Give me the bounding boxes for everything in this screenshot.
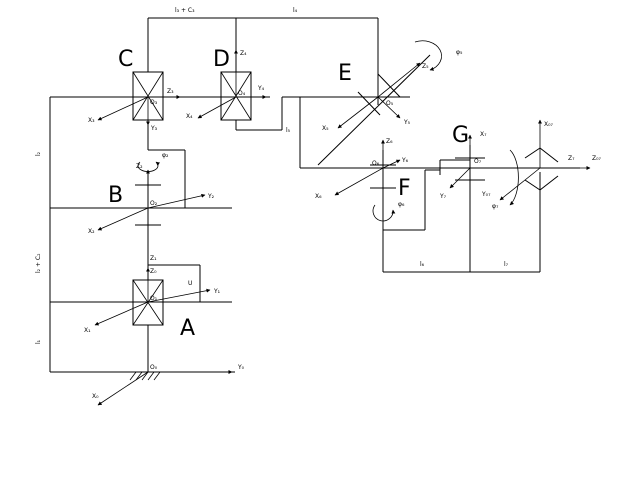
svg-text:O₇: O₇ [474, 158, 482, 165]
svg-text:Y₁: Y₁ [213, 288, 221, 295]
joint-c-letter: C [118, 47, 133, 72]
svg-text:X₇: X₇ [480, 131, 487, 138]
svg-text:Z₂: Z₂ [136, 163, 143, 170]
dim-top-right: l₄ [293, 7, 298, 14]
svg-text:Z₃: Z₃ [167, 88, 174, 95]
svg-text:φ₂: φ₂ [162, 152, 169, 159]
dim-bottom-right: l₇ [504, 261, 509, 268]
svg-text:Y₅: Y₅ [403, 119, 411, 126]
svg-text:X₀₇: X₀₇ [544, 121, 554, 128]
ground-hatch [128, 371, 172, 381]
dimension-labels: l₃ + C₃ l₄ l₂ l₂ + C₂ l₁ U l₅ l₆ l₇ [35, 7, 509, 344]
svg-text:φ₇: φ₇ [492, 203, 499, 210]
dim-offset-e: l₅ [286, 127, 291, 134]
joint-d-letter: D [213, 47, 230, 72]
dim-vertical-small: U [188, 280, 192, 287]
joint-e-symbol [317, 54, 431, 166]
joint-f-letter: F [398, 176, 411, 201]
svg-text:O₀: O₀ [150, 364, 158, 371]
joint-a-letter: A [180, 316, 195, 341]
gripper-symbol [524, 147, 559, 191]
joint-g-letter: G [452, 123, 469, 148]
joint-b-letter: B [108, 183, 123, 208]
svg-text:Z₇: Z₇ [568, 155, 575, 162]
svg-text:Y₇: Y₇ [439, 193, 447, 200]
svg-text:Y₃: Y₃ [150, 125, 158, 132]
svg-text:X₃: X₃ [88, 117, 95, 124]
rotation-arcs [137, 40, 519, 222]
svg-text:O₃: O₃ [150, 99, 158, 106]
svg-text:Z₀₇: Z₀₇ [592, 155, 602, 162]
dim-left-lower: l₁ [35, 339, 42, 344]
joint-letters: A B C D E F G [108, 47, 469, 341]
svg-text:X₂: X₂ [88, 228, 95, 235]
svg-text:Z₆: Z₆ [386, 138, 393, 145]
svg-text:φ₅: φ₅ [456, 49, 463, 56]
axes [94, 49, 591, 406]
svg-text:O₆: O₆ [372, 160, 380, 167]
axis-labels: O₃ Z₃ Y₃ X₃ O₄ Z₄ Y₄ X₄ O₅ Z₅ Y₅ X₅ φ₅ O… [84, 49, 602, 400]
svg-text:X₄: X₄ [186, 113, 193, 120]
dim-bottom-left: l₆ [420, 261, 425, 268]
svg-text:Z₁: Z₁ [150, 255, 157, 262]
svg-text:O₁: O₁ [150, 295, 158, 302]
svg-text:X₅: X₅ [322, 125, 329, 132]
svg-text:Y₄: Y₄ [257, 85, 265, 92]
svg-text:Y₀₇: Y₀₇ [481, 191, 491, 198]
joint-e-letter: E [338, 61, 352, 86]
svg-text:O₂: O₂ [150, 200, 158, 207]
svg-text:Y₆: Y₆ [401, 157, 409, 164]
dim-top-left: l₃ + C₃ [175, 7, 195, 14]
svg-text:O₄: O₄ [238, 90, 246, 97]
svg-text:Z₄: Z₄ [240, 50, 247, 57]
svg-text:Y₀: Y₀ [237, 364, 245, 371]
dim-left-middle: l₂ + C₂ [35, 253, 42, 273]
svg-text:X₆: X₆ [315, 193, 322, 200]
svg-text:Y₂: Y₂ [207, 193, 215, 200]
svg-text:Z₅: Z₅ [422, 63, 429, 70]
svg-text:φ₆: φ₆ [398, 201, 405, 208]
dim-left-upper: l₂ [35, 151, 42, 156]
svg-text:X₀: X₀ [92, 393, 99, 400]
svg-text:O₅: O₅ [386, 100, 394, 107]
svg-text:X₁: X₁ [84, 327, 91, 334]
svg-text:Z₀: Z₀ [150, 268, 157, 275]
